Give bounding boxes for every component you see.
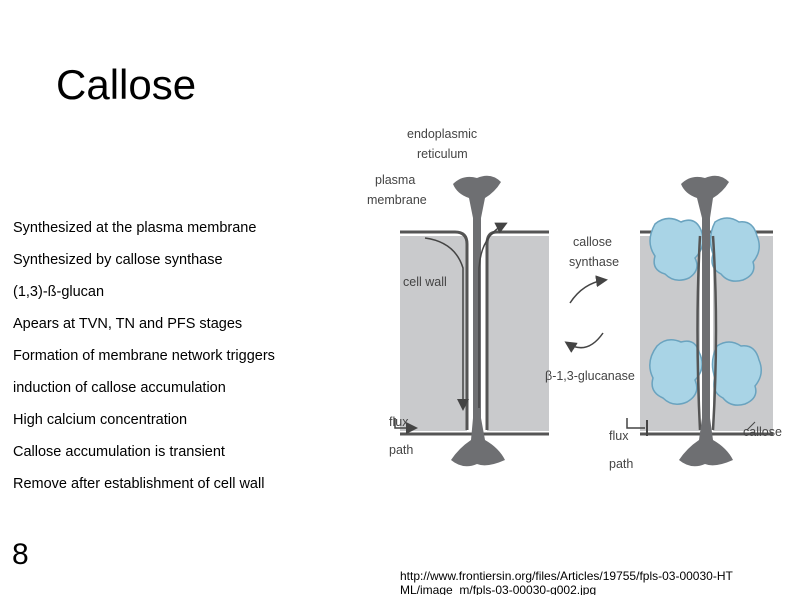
bullet-item: Formation of membrane network triggers <box>13 348 275 364</box>
callose-top-left <box>649 217 704 281</box>
flux-right-pointer <box>626 418 645 429</box>
bullet-item: induction of callose accumulation <box>13 380 226 396</box>
label-er-line2: reticulum <box>417 147 468 161</box>
label-flux-left-line2: path <box>389 443 413 457</box>
plasmodesma-diagram: endoplasmic reticulum plasma membrane ce… <box>367 127 782 471</box>
channel-membrane-right <box>711 235 718 431</box>
flux-left-pointer <box>394 418 418 434</box>
label-er-line1: endoplasmic <box>407 127 477 141</box>
cell-wall-left-upper <box>400 236 467 431</box>
callose-top-right <box>709 217 760 282</box>
cycle-arrow-top <box>569 275 608 304</box>
label-pm-line1: plasma <box>375 173 415 187</box>
channel-membrane-left <box>696 235 702 431</box>
label-callose-synthase-line2: synthase <box>569 255 619 269</box>
bullet-list: Synthesized at the plasma membrane Synth… <box>13 212 275 500</box>
plasma-membrane-top <box>400 230 469 430</box>
callose-deposits <box>649 217 762 406</box>
slide-number: 8 <box>12 538 29 571</box>
er-desmotubule <box>451 175 505 467</box>
bullet-item: Synthesized at the plasma membrane <box>13 220 257 236</box>
label-callose-synthase-line1: callose <box>573 235 612 249</box>
callose-bottom-left <box>649 339 703 405</box>
source-url: http://www.frontiersin.org/files/Article… <box>400 569 733 595</box>
bullet-item: Callose accumulation is transient <box>13 444 225 460</box>
callose-bottom-right <box>711 341 762 406</box>
flux-arrow-down <box>424 237 469 411</box>
bullet-item: Remove after establishment of cell wall <box>13 476 265 492</box>
label-flux-left-line1: flux <box>389 415 409 429</box>
bullet-item: High calcium concentration <box>13 412 188 428</box>
er-desmotubule-right <box>679 175 733 467</box>
bullet-item: (1,3)-ß-glucan <box>13 284 105 300</box>
label-pm-line2: membrane <box>367 193 427 207</box>
label-flux-right-line1: flux <box>609 429 629 443</box>
cycle-arrow-bottom <box>564 332 604 353</box>
bullet-item: Apears at TVN, TN and PFS stages <box>13 316 243 332</box>
bullet-item: Synthesized by callose synthase <box>13 252 223 268</box>
cell-wall-right-upper <box>487 236 549 431</box>
label-glucanase: β-1,3-glucanase <box>545 369 635 383</box>
slide-title: Callose <box>56 61 197 108</box>
label-callose: callose <box>743 425 782 439</box>
callose-pointer <box>746 421 756 431</box>
label-flux-right-line2: path <box>609 457 633 471</box>
flux-arrow-up <box>478 222 508 408</box>
label-cell-wall: cell wall <box>403 275 447 289</box>
